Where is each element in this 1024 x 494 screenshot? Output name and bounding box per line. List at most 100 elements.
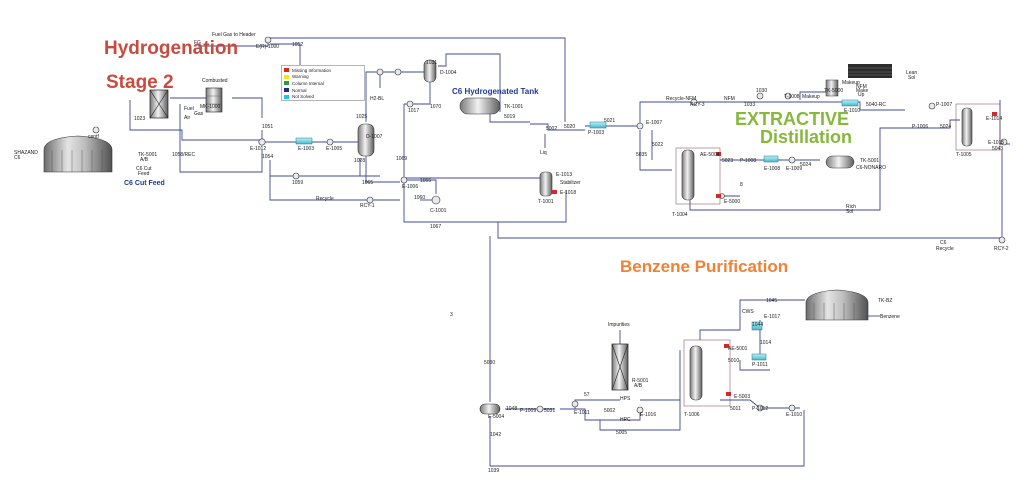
valve-centf[interactable] <box>92 126 100 134</box>
label-e1016: E-1016 <box>640 412 656 418</box>
hx-e1010[interactable] <box>841 99 859 107</box>
label-ae5001: AE-5001 <box>728 346 748 352</box>
stream-1017 <box>403 104 567 223</box>
column-t1006[interactable] <box>683 339 731 407</box>
compressor-c1001[interactable] <box>431 195 441 205</box>
stream-5002 <box>530 123 585 131</box>
drum-d1004[interactable] <box>423 59 437 83</box>
hx-e1003[interactable] <box>295 137 313 145</box>
label-p1003: P-1003 <box>588 130 604 136</box>
hx-p1008[interactable] <box>763 155 779 163</box>
pump-p1012[interactable] <box>756 404 764 412</box>
legend-label: Normal <box>292 87 307 93</box>
label-5024b: 5024 <box>940 124 951 130</box>
valve-d1004-top[interactable] <box>394 68 402 76</box>
tank-tk5001b[interactable] <box>825 155 855 169</box>
valve-1059[interactable] <box>292 172 300 180</box>
label-tk1001: TK-1001 <box>504 104 523 110</box>
label-lean: Lean <box>906 70 917 76</box>
label-e1008: E-1008 <box>764 166 780 172</box>
label-tk5001b: TK-5001 <box>860 158 879 164</box>
valve-1017[interactable] <box>406 100 414 108</box>
label-t1001: T-1001 <box>538 199 554 205</box>
valve-e1016[interactable] <box>636 406 644 414</box>
legend-row: Warning <box>284 74 362 81</box>
reactor-stage2[interactable] <box>149 89 169 119</box>
label-1030: 1030 <box>756 88 767 94</box>
section-title-extractive: EXTRACTIVE <box>735 109 850 129</box>
label-fg: FG <box>194 40 201 46</box>
tank-tk5000[interactable] <box>825 79 839 97</box>
status-legend: Missing Information Warning Column Inter… <box>281 65 365 101</box>
column-t1004[interactable] <box>675 147 721 205</box>
hx-e1017[interactable] <box>751 321 763 331</box>
label-e1011: E-1011 <box>574 410 590 416</box>
label-e1005: E-1005 <box>326 146 342 152</box>
label-air: Air <box>184 115 190 121</box>
label-tk5001: TK-5001 <box>138 152 157 158</box>
label-e1007: E-1007 <box>646 120 662 126</box>
exchangers <box>295 99 859 361</box>
tank-tkbz[interactable] <box>805 289 869 321</box>
label-up: Up <box>858 92 865 98</box>
label-1065: 1065 <box>362 180 373 186</box>
tank-tk1001[interactable] <box>459 97 501 115</box>
legend-label: Not Solved <box>292 94 315 100</box>
labels: Fuel Gas to Header FG E(R)-1000 1052 SHA… <box>14 32 1009 474</box>
valve-rcy2[interactable] <box>998 236 1006 244</box>
hx-p1003[interactable] <box>589 121 607 129</box>
valve-1033[interactable] <box>756 92 764 100</box>
stream-lines <box>129 37 1010 467</box>
column-t1005[interactable] <box>955 103 1001 151</box>
stream-1042 <box>489 410 805 467</box>
stream-5010 <box>739 360 770 371</box>
section-title-stage2: Stage 2 <box>106 72 174 93</box>
reactor-r5001[interactable] <box>611 343 629 391</box>
label-e1013: E-1013 <box>556 172 572 178</box>
furnace-combusted[interactable] <box>205 87 223 113</box>
marker-ae5004 <box>716 152 721 156</box>
valve-e1015[interactable] <box>1000 138 1008 146</box>
valve-top-right[interactable] <box>264 36 272 44</box>
label-recycle: Recycle <box>316 196 334 202</box>
label-e5004: E-5004 <box>488 414 504 420</box>
valve-e1007[interactable] <box>636 122 644 130</box>
label-5019: 5019 <box>504 114 515 120</box>
label-ab: A/B <box>140 157 149 163</box>
marker-e5000 <box>716 194 721 198</box>
label-ae5004: AE-5004 <box>700 152 720 158</box>
valve-e1005[interactable] <box>326 138 334 146</box>
label-1070: 1070 <box>430 104 441 110</box>
label-c6: C6 <box>14 155 21 161</box>
stream-5022 <box>639 130 672 171</box>
legend-row: Not Solved <box>284 93 362 100</box>
stream-1028 <box>365 150 400 183</box>
pump-p1009[interactable] <box>536 405 544 413</box>
valve-rcy3[interactable] <box>690 98 698 106</box>
column-stabilizer[interactable] <box>539 171 553 197</box>
label-impurities: Impurities <box>608 322 630 328</box>
valve-e1006[interactable] <box>400 176 408 184</box>
valve-e1011[interactable] <box>571 400 579 408</box>
label-5022: 5022 <box>652 142 663 148</box>
block-makeup-grid <box>848 64 892 78</box>
mixer-e1012[interactable] <box>258 138 266 146</box>
tank-shazand-c6[interactable] <box>43 135 113 173</box>
valve-h2bl[interactable] <box>376 68 384 76</box>
label-e1010: E-1010 <box>844 108 860 114</box>
label-rich-sol: Sol <box>846 209 853 215</box>
valve-t1008[interactable] <box>784 92 792 100</box>
pump-p1006[interactable] <box>928 102 936 110</box>
drum-d1007[interactable] <box>357 123 375 157</box>
drum-e5004[interactable] <box>479 403 501 415</box>
pump-e1009[interactable] <box>788 156 796 164</box>
legend-label: Warning <box>292 74 309 80</box>
legend-swatch <box>284 88 289 93</box>
valve-e1010b[interactable] <box>788 404 796 412</box>
valve-rcy1[interactable] <box>366 196 374 204</box>
hx-p1011[interactable] <box>751 353 767 361</box>
label-1023: 1023 <box>134 116 145 122</box>
label-make: Make <box>856 88 868 94</box>
stream-5011 <box>720 399 800 409</box>
